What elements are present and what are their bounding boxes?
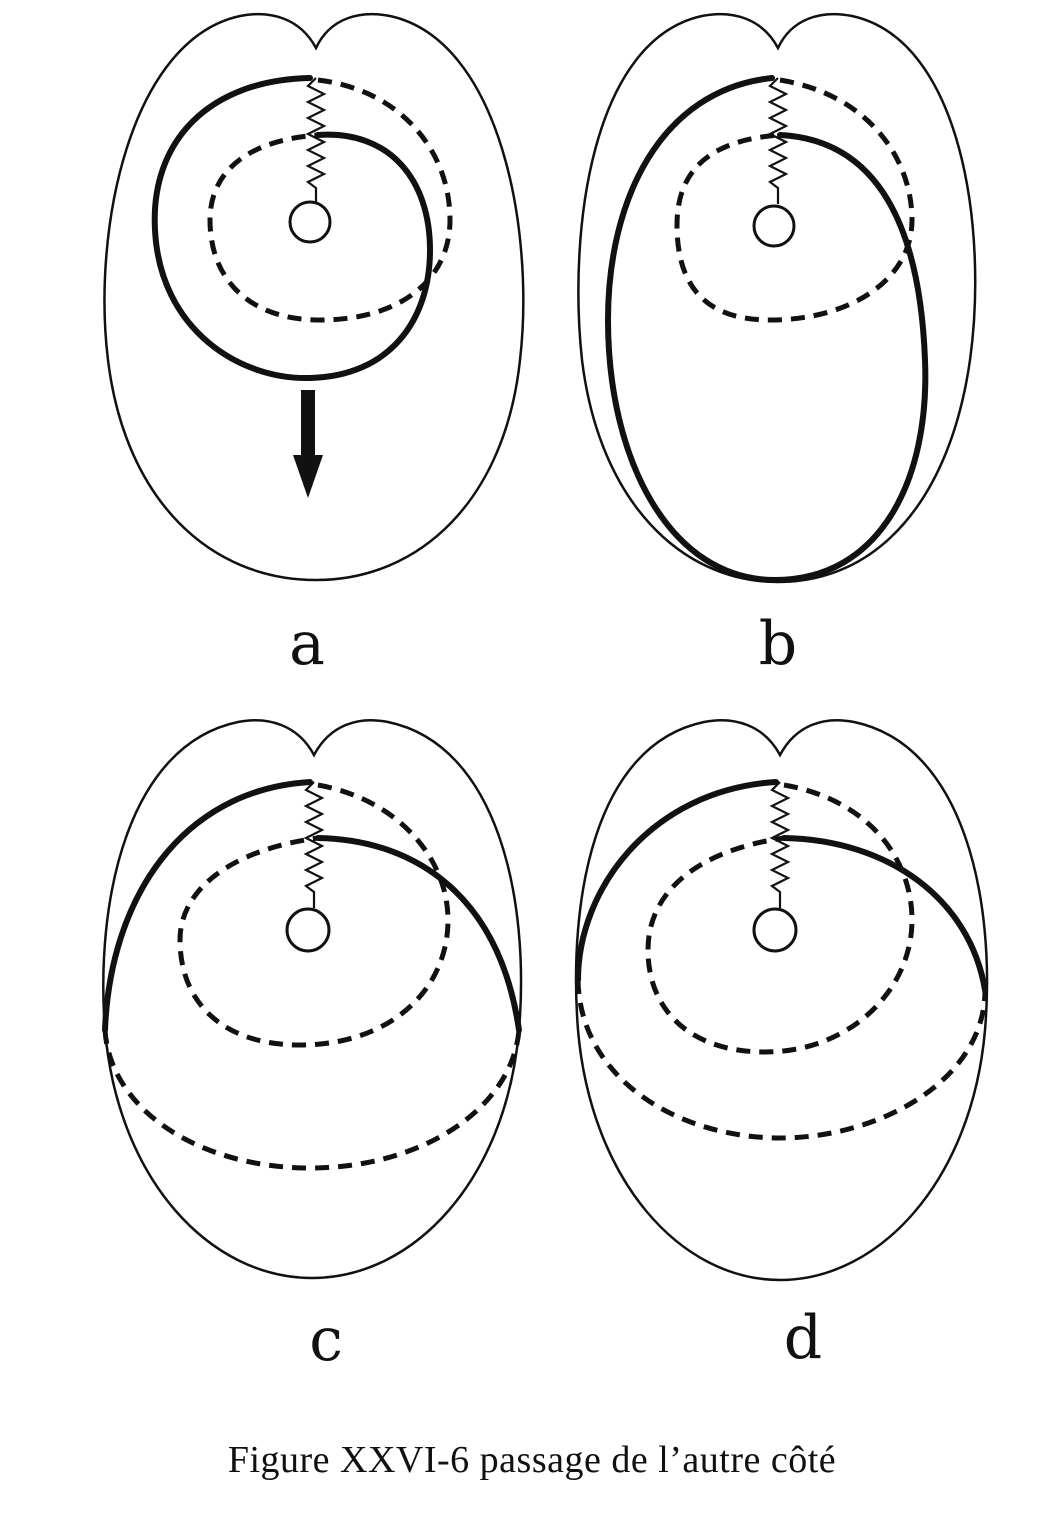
egg-outline (574, 718, 989, 1282)
thick-arc (781, 835, 988, 993)
thick-arc (575, 779, 779, 983)
thick-arc (102, 779, 313, 1033)
dashed-loop-lower (575, 979, 988, 1141)
nucleus-circle (288, 200, 332, 244)
spring-line (303, 781, 325, 908)
spring-line (305, 77, 327, 204)
dashed-loop-upper (645, 782, 915, 1055)
egg-outline (102, 718, 523, 1280)
spring-line (769, 781, 791, 908)
nucleus-circle (752, 907, 798, 953)
nucleus-circle (285, 907, 331, 953)
dashed-loop-upper (207, 77, 453, 323)
panel-a: a (103, 12, 525, 679)
panel-label: c (309, 1305, 343, 1375)
figure-caption: Figure XXVI-6 passage de l’autre côté (227, 1439, 837, 1481)
down-arrow-icon (293, 390, 323, 498)
dashed-loop-upper (674, 77, 915, 323)
panel-b: b (577, 12, 977, 679)
thick-arc (315, 835, 522, 1033)
panel-label: b (759, 609, 797, 679)
panel-label: a (289, 609, 325, 679)
dashed-loop-lower (102, 1029, 522, 1171)
panel-d: d (574, 718, 989, 1373)
nucleus-circle (752, 204, 796, 248)
egg-outline (103, 12, 525, 582)
panel-label: d (784, 1303, 822, 1373)
panel-c: c (102, 718, 523, 1375)
spring-line (767, 77, 789, 204)
thick-loop (604, 75, 929, 584)
thick-loop (151, 75, 434, 382)
dashed-loop-upper (177, 782, 451, 1048)
